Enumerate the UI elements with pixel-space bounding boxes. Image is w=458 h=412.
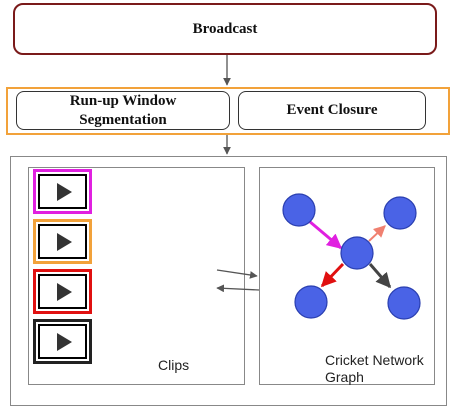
broadcast-label: Broadcast [192,20,258,37]
graph-label: Cricket Network Graph [325,352,424,386]
graph-node-bottom-right [387,286,421,320]
edge-red [320,262,345,288]
edge-salmon [368,225,386,242]
runup-label: Run-up Window Segmentation [70,92,177,130]
clips-label: Clips [158,357,190,373]
play-icon [56,332,72,351]
arrow-clips-to-graph [216,269,258,279]
play-icon [56,182,72,201]
clip-3-frame [38,274,87,309]
clip-4 [33,319,92,364]
graph-node-bottom-left [294,285,328,319]
runup-window-box: Run-up Window Segmentation [16,91,230,130]
edge-dark [368,263,392,289]
clip-1 [33,169,92,214]
graph-label-line2: Graph [325,369,364,385]
closure-label: Event Closure [286,102,378,118]
clip-4-frame [38,324,87,359]
graph-node-top-left [282,193,316,227]
broadcast-box: Broadcast [13,3,437,55]
play-icon [56,282,72,301]
graph-node-top-right [383,196,417,230]
arrow-graph-to-clips [216,284,260,293]
play-icon [56,232,72,251]
runup-label-line1: Run-up Window [69,92,177,109]
runup-label-line2: Segmentation [79,111,167,128]
graph-label-line1: Cricket Network [325,352,424,368]
edge-magenta [308,219,343,250]
clip-2 [33,219,92,264]
clip-3 [33,269,92,314]
clip-1-frame [38,174,87,209]
event-closure-box: Event Closure [238,91,426,130]
clip-2-frame [38,224,87,259]
graph-node-center [340,236,374,270]
